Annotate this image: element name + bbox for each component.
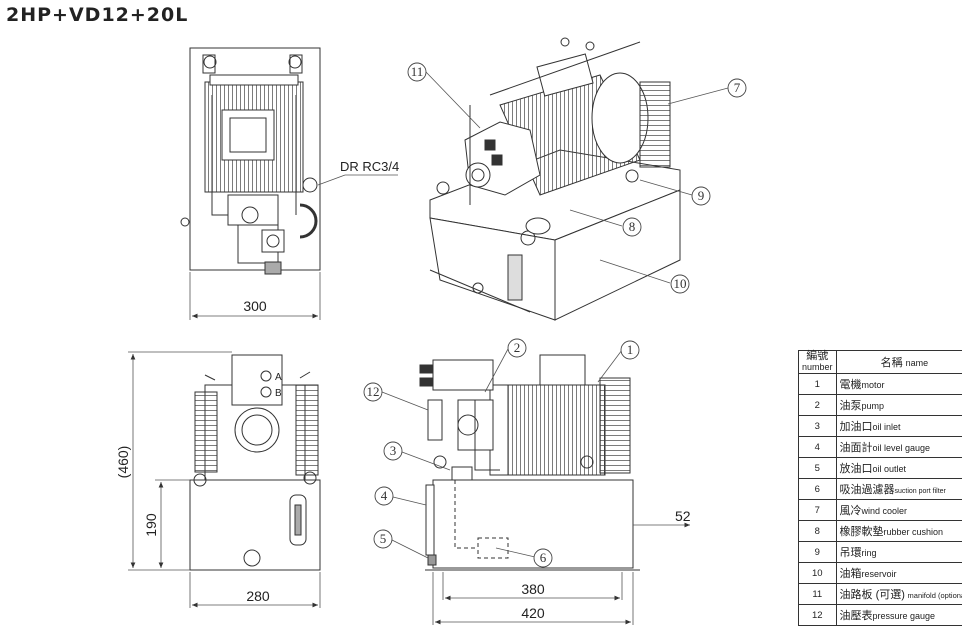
front-motor bbox=[504, 384, 606, 476]
front-pressure-gauge bbox=[427, 399, 443, 441]
top-plate bbox=[189, 47, 321, 271]
side-pressure-gauge bbox=[234, 407, 280, 453]
callout-12: 12 bbox=[367, 384, 380, 399]
iso-level-gauge bbox=[507, 254, 523, 301]
header-name: 名稱 name bbox=[835, 350, 962, 374]
front-outer-length-label: 420 bbox=[521, 605, 545, 621]
offset-label: 52 bbox=[675, 508, 691, 524]
parts-table-header: 編號 number 名稱 name bbox=[798, 350, 962, 374]
callout-9: 9 bbox=[698, 188, 705, 203]
callout-1: 1 bbox=[627, 342, 634, 357]
callout-7: 7 bbox=[734, 80, 741, 95]
side-cooler bbox=[295, 384, 319, 476]
callout-3: 3 bbox=[390, 443, 397, 458]
tank-height-label: 190 bbox=[143, 513, 159, 537]
front-view bbox=[419, 354, 640, 571]
isometric-view bbox=[429, 37, 681, 321]
top-width-label: 300 bbox=[243, 298, 267, 314]
drawing-title: 2HP+VD12+20L bbox=[6, 4, 189, 26]
iso-filler-cap bbox=[525, 217, 551, 235]
drain-port-label: DR RC3/4 bbox=[340, 159, 399, 174]
callout-11: 11 bbox=[411, 64, 424, 79]
callout-4: 4 bbox=[381, 488, 388, 503]
front-tank bbox=[432, 479, 634, 569]
callout-10: 10 bbox=[674, 276, 687, 291]
header-number: 編號 number bbox=[798, 350, 837, 374]
side-view bbox=[189, 354, 321, 571]
valve-a-label: A bbox=[275, 372, 282, 383]
front-inner-length-label: 380 bbox=[521, 581, 545, 597]
callout-5: 5 bbox=[380, 531, 387, 546]
top-view bbox=[180, 47, 321, 275]
total-height-label: (460) bbox=[115, 446, 131, 479]
callout-2: 2 bbox=[514, 340, 521, 355]
drain-port bbox=[302, 177, 318, 193]
iso-cooler bbox=[639, 81, 671, 168]
front-manifold bbox=[432, 359, 494, 391]
callout-8: 8 bbox=[629, 219, 636, 234]
side-width-label: 280 bbox=[246, 588, 270, 604]
front-cooler bbox=[599, 377, 631, 474]
callout-6: 6 bbox=[540, 550, 547, 565]
valve-b-label: B bbox=[275, 388, 282, 399]
